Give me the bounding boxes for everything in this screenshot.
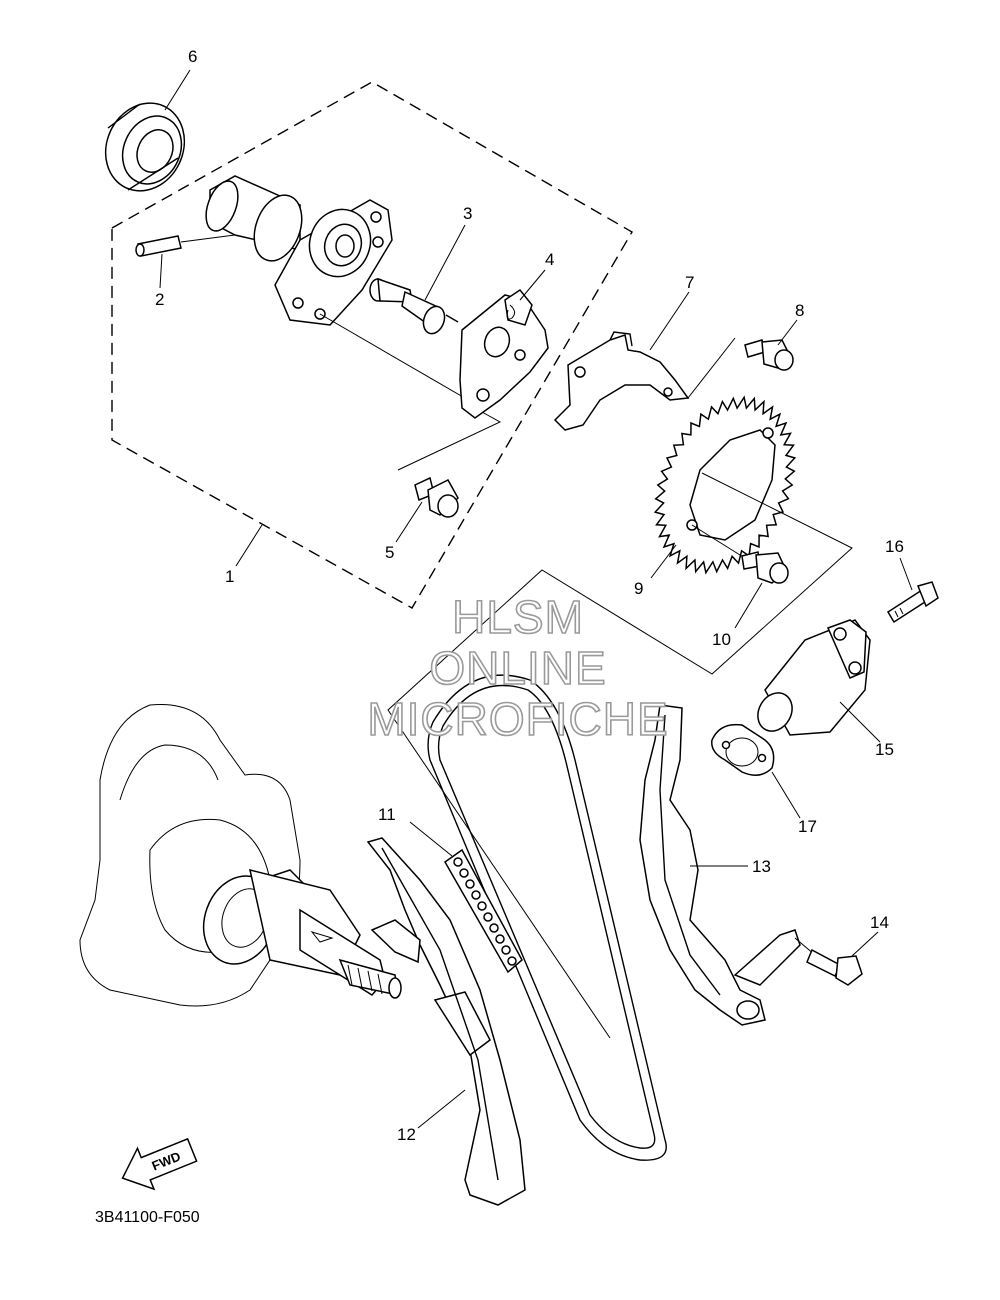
chain-link xyxy=(507,956,517,966)
part-label-2: 2 xyxy=(155,290,164,309)
bearing-part xyxy=(104,102,186,192)
watermark-line-1: HLSM xyxy=(452,591,584,643)
part-label-14: 14 xyxy=(870,913,889,932)
part-label-16: 16 xyxy=(885,537,904,556)
cam-chain-part xyxy=(427,674,667,1161)
part-label-10: 10 xyxy=(712,630,731,649)
part-label-9: 9 xyxy=(634,579,643,598)
chain-guide-tensioner-side-part xyxy=(639,704,801,1026)
chain-link xyxy=(465,879,475,889)
label-leaders xyxy=(159,69,913,1129)
watermark-line-2: ONLINE xyxy=(429,642,606,694)
part-label-6: 6 xyxy=(188,47,197,66)
chain-segment-part xyxy=(444,848,523,974)
part-label-3: 3 xyxy=(463,204,472,223)
decompression-lever-part xyxy=(459,288,549,419)
chain-link xyxy=(453,857,463,867)
sprocket-leader xyxy=(387,472,853,1039)
chain-link xyxy=(459,868,469,878)
part-label-1: 1 xyxy=(225,567,234,586)
chain-link xyxy=(489,923,499,933)
chain-link xyxy=(495,934,505,944)
part-label-15: 15 xyxy=(875,740,894,759)
bolt-16-part xyxy=(886,581,939,624)
decompression-shaft-part xyxy=(369,277,459,335)
fwd-arrow-icon: FWD xyxy=(121,1137,198,1191)
bolt-10-part xyxy=(691,524,789,584)
bolt-14-part xyxy=(794,937,863,986)
part-label-group: 6 2 3 4 5 1 7 8 9 10 16 15 17 13 14 11 1… xyxy=(155,47,904,1144)
part-label-7: 7 xyxy=(685,273,694,292)
chain-guide-intake-side-part xyxy=(366,837,526,1206)
part-label-13: 13 xyxy=(752,857,771,876)
part-label-5: 5 xyxy=(385,543,394,562)
camshaft-assembly-part xyxy=(205,175,483,409)
crankshaft-phantom xyxy=(79,703,402,1007)
gasket-part xyxy=(711,723,775,776)
bolt-5-part xyxy=(397,411,502,518)
part-label-11: 11 xyxy=(378,805,396,824)
chain-tensioner-part xyxy=(757,619,871,736)
chain-link xyxy=(483,912,493,922)
chain-link xyxy=(471,890,481,900)
bolt-8-part xyxy=(744,339,794,371)
part-label-4: 4 xyxy=(545,250,554,269)
part-label-8: 8 xyxy=(795,301,804,320)
chain-link xyxy=(501,945,511,955)
cam-plate-part xyxy=(553,331,736,431)
camshaft-assembly-outline xyxy=(111,81,633,609)
part-label-12: 12 xyxy=(397,1125,416,1144)
watermark-line-3: MICROFICHE xyxy=(367,693,668,745)
chain-link xyxy=(477,901,487,911)
diagram-reference-code: 3B41100-F050 xyxy=(95,1209,200,1226)
watermark: HLSM ONLINE MICROFICHE xyxy=(367,590,669,746)
part-label-17: 17 xyxy=(798,817,817,836)
